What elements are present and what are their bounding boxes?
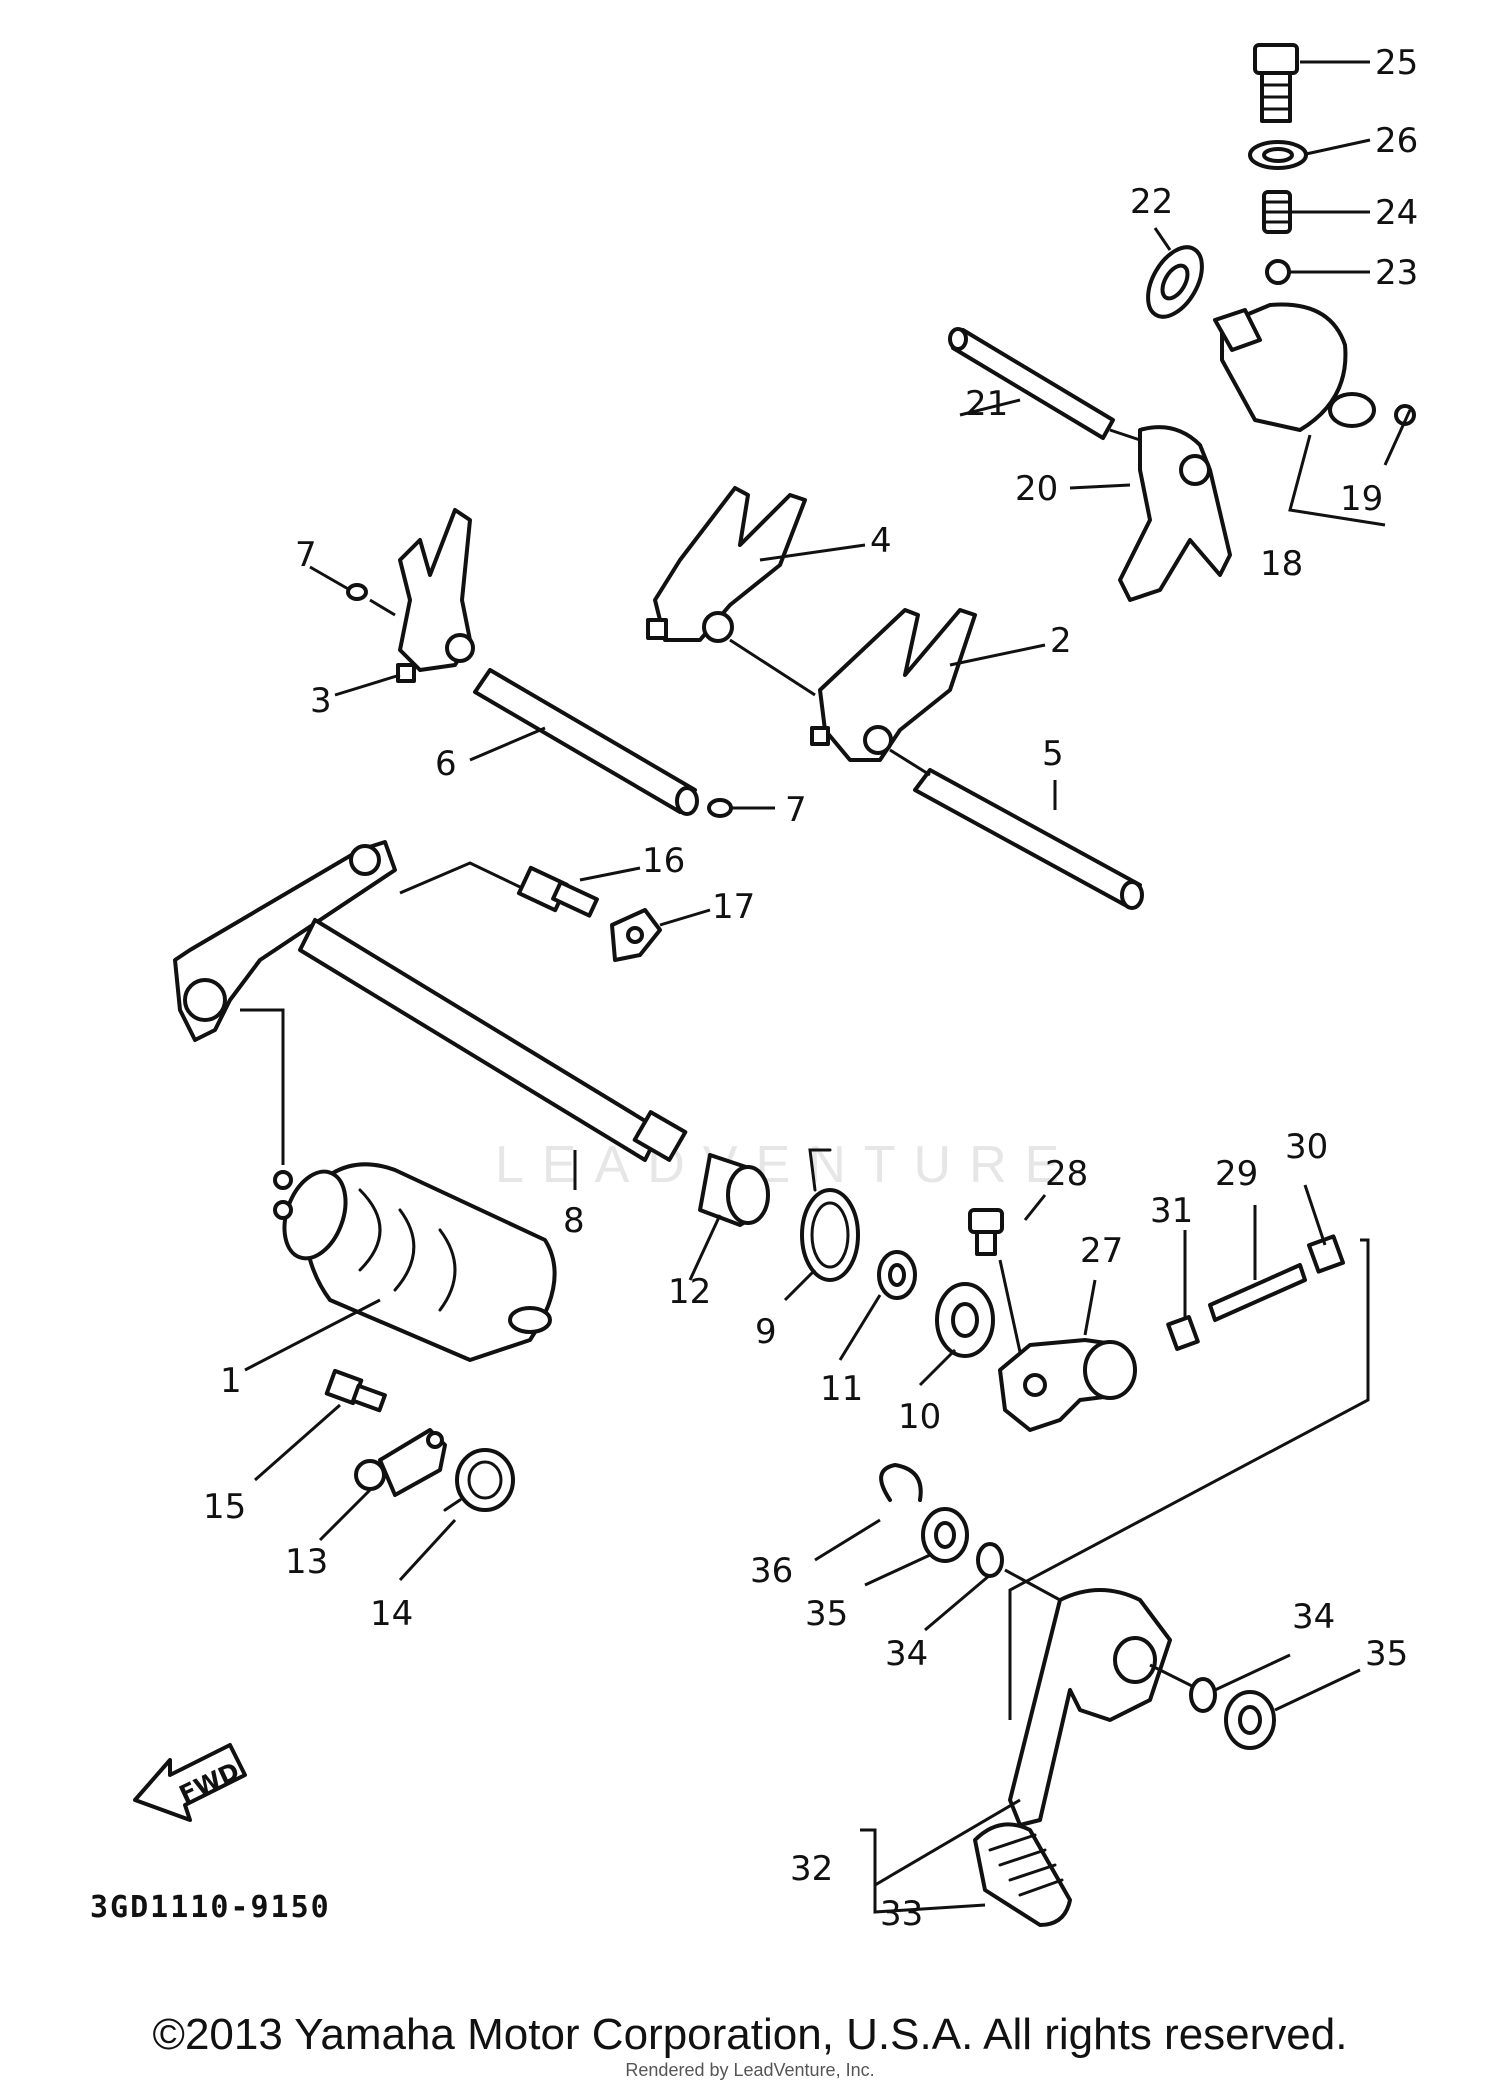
callout-6: 6 <box>435 744 457 784</box>
part-32-pedal <box>1008 1588 1172 1827</box>
part-2-fork <box>810 608 977 762</box>
part-4-fork <box>646 486 807 643</box>
part-30-nut <box>1306 1234 1346 1274</box>
part-16-bolt <box>516 865 599 918</box>
part-14-spring <box>443 1448 515 1512</box>
part-20-fork <box>1118 425 1232 602</box>
part-7-clip-upper <box>346 583 368 601</box>
callout-17: 17 <box>712 887 755 927</box>
watermark: LEADVENTURE <box>495 1136 1078 1194</box>
callout-27: 27 <box>1080 1231 1123 1271</box>
callout-8: 8 <box>563 1201 585 1241</box>
part-31-nut <box>1166 1315 1200 1351</box>
part-24-spring <box>1262 190 1292 234</box>
part-28-bolt <box>968 1208 1004 1256</box>
callout-29: 29 <box>1215 1154 1258 1194</box>
callout-20: 20 <box>1015 469 1058 509</box>
callout-31: 31 <box>1150 1191 1193 1231</box>
callout-3: 3 <box>310 681 332 721</box>
callout-22: 22 <box>1130 182 1173 222</box>
part-33-footrest <box>973 1822 1072 1927</box>
callout-23: 23 <box>1375 253 1418 293</box>
callout-36: 36 <box>750 1551 793 1591</box>
callout-25: 25 <box>1375 43 1418 83</box>
fwd-arrow-icon <box>133 1743 247 1822</box>
callout-9: 9 <box>755 1312 777 1352</box>
leader-lines <box>244 60 1412 1914</box>
callout-35-right: 35 <box>1365 1634 1408 1674</box>
part-21-shaft <box>948 327 1115 440</box>
callout-labels: 25 26 22 24 23 21 20 19 18 7 4 2 3 6 5 7… <box>203 43 1418 1934</box>
callout-10: 10 <box>898 1397 941 1437</box>
callout-13: 13 <box>285 1542 328 1582</box>
part-15-bolt <box>324 1368 387 1413</box>
part-3-fork <box>396 508 475 683</box>
part-6-shaft <box>473 668 699 816</box>
callout-28: 28 <box>1045 1154 1088 1194</box>
copyright-notice: ©2013 Yamaha Motor Corporation, U.S.A. A… <box>152 2010 1348 2059</box>
callout-11: 11 <box>820 1369 863 1409</box>
callout-24: 24 <box>1375 193 1418 233</box>
part-23-ball <box>1265 259 1291 285</box>
part-36-circlip <box>879 1463 923 1502</box>
part-18-segment <box>1213 302 1416 432</box>
callout-7-upper: 7 <box>295 535 317 575</box>
part-9-spring <box>800 1148 860 1282</box>
callout-30: 30 <box>1285 1127 1328 1167</box>
part-5-shaft <box>913 768 1144 910</box>
part-29-rod <box>1208 1263 1307 1322</box>
callout-14: 14 <box>370 1594 413 1634</box>
callout-33: 33 <box>880 1894 923 1934</box>
callout-26: 26 <box>1375 121 1418 161</box>
drawing-code: 3GD1110-9150 <box>90 1890 331 1925</box>
callout-34-left: 34 <box>885 1634 928 1674</box>
part-34-oring-left <box>976 1542 1004 1578</box>
callout-4: 4 <box>870 521 892 561</box>
callout-35-left: 35 <box>805 1594 848 1634</box>
part-1-shift-drum <box>273 1162 557 1362</box>
rendered-by-notice: Rendered by LeadVenture, Inc. <box>625 2060 875 2080</box>
callout-16: 16 <box>642 841 685 881</box>
part-13-stopper <box>354 1428 447 1497</box>
callout-21: 21 <box>965 384 1008 424</box>
callout-19: 19 <box>1340 479 1383 519</box>
part-7-clip-lower <box>707 798 733 818</box>
callout-2: 2 <box>1050 621 1072 661</box>
callout-18: 18 <box>1260 544 1303 584</box>
part-12-collar <box>698 1153 770 1227</box>
part-8-shift-shaft <box>173 840 688 1162</box>
part-34-oring-right <box>1189 1677 1217 1713</box>
callout-34-right: 34 <box>1292 1597 1335 1637</box>
callout-32: 32 <box>790 1849 833 1889</box>
part-25-bolt <box>1253 43 1299 123</box>
callout-7-lower: 7 <box>785 790 807 830</box>
part-27-arm <box>998 1338 1137 1432</box>
callout-5: 5 <box>1042 734 1064 774</box>
callout-15: 15 <box>203 1487 246 1527</box>
callout-12: 12 <box>668 1272 711 1312</box>
callout-1: 1 <box>220 1361 242 1401</box>
